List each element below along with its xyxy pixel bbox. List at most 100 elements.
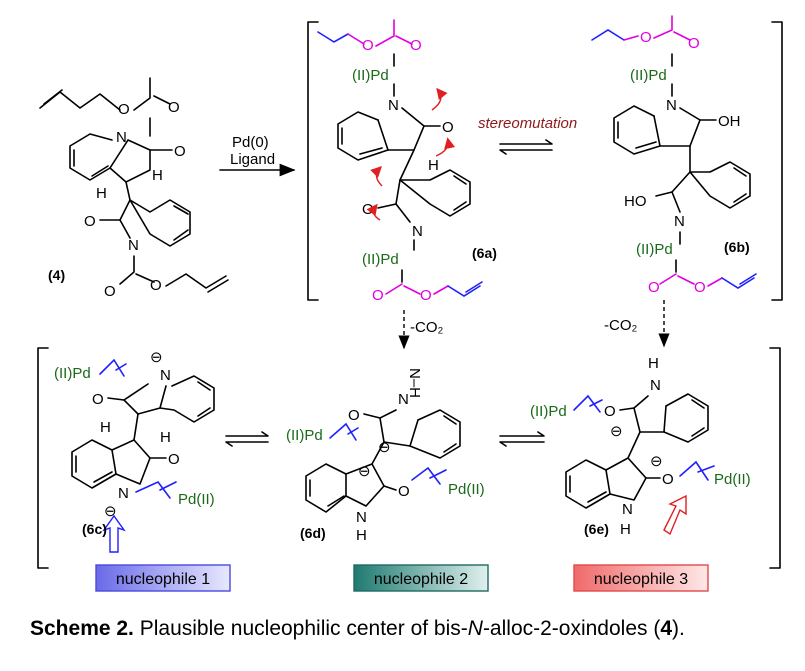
atom-o: O — [410, 37, 422, 54]
pd-label: (II)Pd — [630, 67, 667, 84]
atom-o: O — [92, 391, 104, 408]
atom-h: H — [96, 185, 107, 202]
scheme-caption: Scheme 2. Plausible nucleophilic center … — [30, 617, 800, 641]
atom-n: N — [412, 223, 423, 240]
anion-sign: ⊖ — [650, 453, 663, 470]
pd-label-right: Pd(II) — [714, 471, 751, 488]
compound-6c: (II)Pd ⊖ N O H H O N ⊖ Pd(II) (6c) — [54, 349, 215, 553]
atom-o: O — [442, 119, 454, 136]
atom-o: O — [688, 35, 700, 52]
atom-o: O — [662, 471, 674, 488]
ligand-label: Ligand — [230, 151, 275, 168]
bracket-left-bottom — [37, 347, 49, 569]
bracket-right-bottom — [769, 347, 781, 569]
atom-o: O — [372, 287, 384, 304]
pd-label: (II)Pd — [352, 67, 389, 84]
atom-o: O — [648, 279, 660, 296]
caption-text: Plausible nucleophilic center of bis- — [133, 617, 468, 640]
stereomutation-equilibrium: stereomutation — [478, 115, 577, 155]
caption-italic: N — [467, 617, 483, 640]
anion-sign: ⊖ — [150, 349, 163, 366]
atom-n: N — [666, 97, 677, 114]
anion-sign: ⊖ — [358, 463, 371, 480]
atom-n: N — [160, 367, 171, 384]
caption-suffix: ). — [672, 617, 685, 640]
compound-6c-label: (6c) — [82, 521, 107, 537]
bracket-left-top — [307, 21, 319, 301]
atom-o: O — [84, 213, 96, 230]
atom-o: O — [398, 483, 410, 500]
pd-label: (II)Pd — [530, 403, 567, 420]
reaction-arrow-pd0: Pd(0) Ligand — [219, 134, 296, 177]
atom-o: O — [168, 99, 180, 116]
atom-h: H — [620, 521, 631, 538]
compound-6e-label: (6e) — [584, 521, 609, 537]
nucleophile-1-label: nucleophile 1 — [116, 571, 210, 588]
atom-h: H — [152, 167, 163, 184]
atom-oh: OH — [718, 113, 741, 130]
equilibrium-6c-6d — [225, 431, 269, 447]
compound-6a: O O (II)Pd N O H O N (II)Pd O O (6a) — [317, 19, 497, 304]
catalyst-label: Pd(0) — [232, 134, 269, 151]
nucleophile-3-box: nucleophile 3 — [573, 564, 709, 592]
co2-label: -CO₂ — [604, 317, 637, 334]
caption-ref: 4 — [660, 617, 673, 640]
pd-label: (II)Pd — [362, 251, 399, 268]
stereomutation-label: stereomutation — [478, 115, 577, 132]
atom-n: N — [356, 509, 367, 526]
nucleophile-2-label: nucleophile 2 — [374, 571, 468, 588]
compound-6d: N–H N O (II)Pd ⊖ ⊖ O N H Pd(II) (6d) — [286, 368, 485, 544]
decarboxylation-arrow-6a: -CO₂ — [398, 310, 443, 350]
atom-n: N — [398, 391, 409, 408]
compound-4-label: (4) — [48, 267, 65, 283]
atom-o: O — [362, 201, 374, 218]
atom-h: H — [356, 527, 367, 544]
nucleophile-3-label: nucleophile 3 — [594, 571, 688, 588]
atom-o: O — [604, 403, 616, 420]
atom-n: N — [650, 377, 661, 394]
caption-text-2: -alloc-2-oxindoles ( — [482, 617, 661, 640]
pd-label: (II)Pd — [636, 241, 673, 258]
pd-label-right: Pd(II) — [178, 491, 215, 508]
atom-o: O — [420, 287, 432, 304]
atom-ho: HO — [624, 193, 647, 210]
atom-h: H — [100, 419, 111, 436]
atom-n: N — [674, 213, 685, 230]
atom-n: N — [388, 97, 399, 114]
atom-h: H — [428, 157, 439, 174]
pd-label-right: Pd(II) — [448, 481, 485, 498]
atom-h: H — [648, 355, 659, 372]
atom-n: N — [622, 501, 633, 518]
co2-label: -CO₂ — [410, 319, 443, 336]
caption-prefix: Scheme 2. — [30, 617, 134, 640]
compound-6e: H N O ⊖ (II)Pd O ⊖ Pd(II) N H (6e) — [530, 355, 751, 538]
compound-4: O O N O H H O N O O (4) — [39, 77, 229, 300]
atom-n: N — [118, 485, 129, 502]
pd-label: (II)Pd — [286, 427, 323, 444]
nucleophile-2-box: nucleophile 2 — [353, 564, 489, 592]
atom-o: O — [348, 407, 360, 424]
anion-sign: ⊖ — [610, 423, 623, 440]
equilibrium-6d-6e — [499, 431, 545, 447]
atom-o: O — [150, 277, 162, 294]
atom-nh: N–H — [406, 368, 423, 398]
compound-6d-label: (6d) — [300, 525, 326, 541]
atom-o: O — [694, 279, 706, 296]
atom-o: O — [174, 143, 186, 160]
anion-sign: ⊖ — [378, 439, 391, 456]
atom-o: O — [104, 283, 116, 300]
atom-h: H — [160, 429, 171, 446]
atom-n: N — [128, 237, 139, 254]
bracket-right-top — [771, 21, 783, 301]
atom-o: O — [118, 101, 130, 118]
pd-label: (II)Pd — [54, 365, 91, 382]
compound-6b-label: (6b) — [724, 239, 750, 255]
atom-n: N — [116, 129, 127, 146]
atom-o: O — [168, 451, 180, 468]
atom-o: O — [362, 37, 374, 54]
decarboxylation-arrow-6b: -CO₂ — [604, 300, 670, 348]
compound-6a-label: (6a) — [472, 245, 497, 261]
atom-o: O — [640, 29, 652, 46]
compound-6b: O O (II)Pd N OH HO N (II)Pd O O (6b) — [591, 15, 757, 296]
